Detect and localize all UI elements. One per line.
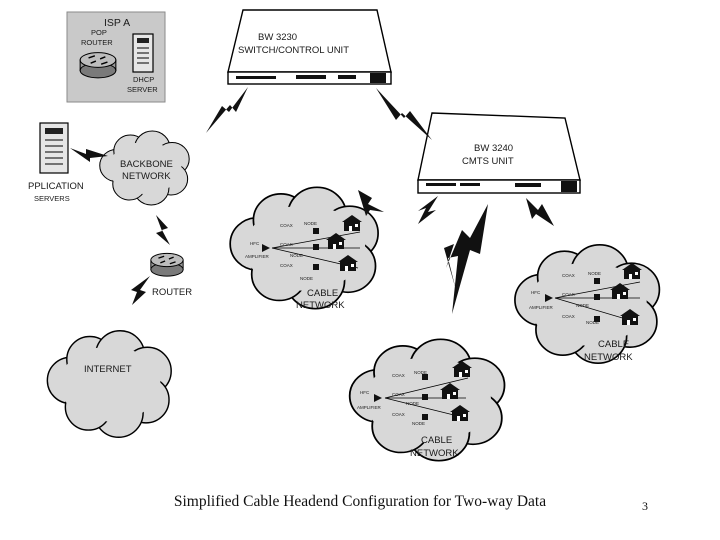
link-server-backbone	[70, 148, 108, 162]
cable-network-2-detail: COAX NODE HFC AMPLIFIER COAX NODE COAX N…	[529, 263, 642, 325]
link-backbone-router	[156, 215, 170, 245]
hfc-label: HFC	[531, 290, 541, 295]
link-cmts-cable2	[526, 198, 554, 226]
dhcp-server-icon	[132, 33, 154, 73]
cable-network-1-label-1: CABLE	[307, 288, 338, 299]
router-icon	[150, 252, 184, 277]
pop-router-label-1: POP	[91, 28, 107, 37]
cable-network-2-label-1: CABLE	[598, 339, 629, 350]
hfc-label: HFC	[360, 390, 370, 395]
link-backbone-bw3230	[206, 87, 248, 133]
link-router-internet	[131, 276, 150, 305]
amplifier-label: AMPLIFIER	[357, 405, 382, 410]
router-label: ROUTER	[152, 287, 192, 298]
coax-label: COAX	[392, 412, 405, 417]
amplifier-3-icon	[374, 394, 382, 402]
slide-caption: Simplified Cable Headend Configuration f…	[173, 493, 547, 510]
amplifier-label: AMPLIFIER	[529, 305, 554, 310]
cable-network-2-label-2: NETWORK	[584, 352, 633, 363]
bw3230-switch-unit: BW 3230 SWITCH/CONTROL UNIT	[227, 9, 392, 85]
link-cable1-right	[358, 190, 384, 216]
cable-network-1-label-2: NETWORK	[296, 300, 345, 311]
pop-router-label-2: ROUTER	[81, 38, 113, 47]
link-cmts-cable1	[418, 196, 438, 224]
coax-label: COAX	[280, 263, 293, 268]
coax-label: COAX	[562, 314, 575, 319]
coax-label: COAX	[562, 292, 575, 297]
node-label: NODE	[586, 320, 599, 325]
backbone-label-2: NETWORK	[122, 171, 171, 182]
link-bw3230-bw3240	[376, 88, 432, 140]
app-servers-label-1: PPLICATION	[28, 181, 84, 192]
app-servers-label-2: SERVERS	[34, 194, 70, 203]
bw3240-label-2: CMTS UNIT	[462, 156, 514, 167]
pop-router-icon	[79, 51, 117, 79]
amplifier-2-icon	[545, 294, 553, 302]
bw3230-label-1: BW 3230	[258, 32, 297, 43]
dhcp-label-2: SERVER	[127, 85, 158, 94]
cable-network-1-detail: COAX NODE HFC AMPLIFIER COAX NODE COAX N…	[245, 215, 362, 281]
node-label: NODE	[290, 253, 303, 258]
isp-a-title: ISP A	[104, 17, 130, 29]
internet-cloud	[46, 330, 172, 438]
bw3240-label-1: BW 3240	[474, 143, 513, 154]
coax-label: COAX	[280, 223, 293, 228]
node-label: NODE	[300, 276, 313, 281]
cable-network-3-label-1: CABLE	[421, 435, 452, 446]
amplifier-1-icon	[262, 244, 270, 252]
cable-network-3-detail: COAX NODE HFC AMPLIFIER COAX NODE COAX N…	[357, 361, 472, 426]
node-label: NODE	[414, 370, 427, 375]
node-label: NODE	[304, 221, 317, 226]
coax-label: COAX	[562, 273, 575, 278]
dhcp-label-1: DHCP	[133, 75, 154, 84]
bw3240-cmts-unit: BW 3240 CMTS UNIT	[417, 112, 581, 194]
node-label: NODE	[588, 271, 601, 276]
coax-label: COAX	[392, 392, 405, 397]
page-number: 3	[642, 499, 648, 513]
isp-a-box: ISP A POP ROUTER DHCP SERVER	[66, 11, 166, 103]
coax-label: COAX	[280, 242, 293, 247]
cable-network-3-label-2: NETWORK	[410, 448, 459, 459]
backbone-label-1: BACKBONE	[120, 159, 173, 170]
bw3230-label-2: SWITCH/CONTROL UNIT	[238, 45, 349, 56]
internet-label: INTERNET	[84, 364, 132, 375]
node-label: NODE	[406, 401, 419, 406]
application-server-icon	[39, 122, 69, 174]
link-cmts-cable3	[444, 204, 488, 314]
coax-label: COAX	[392, 373, 405, 378]
hfc-label: HFC	[250, 241, 260, 246]
amplifier-label: AMPLIFIER	[245, 254, 270, 259]
node-label: NODE	[576, 303, 589, 308]
node-label: NODE	[412, 421, 425, 426]
